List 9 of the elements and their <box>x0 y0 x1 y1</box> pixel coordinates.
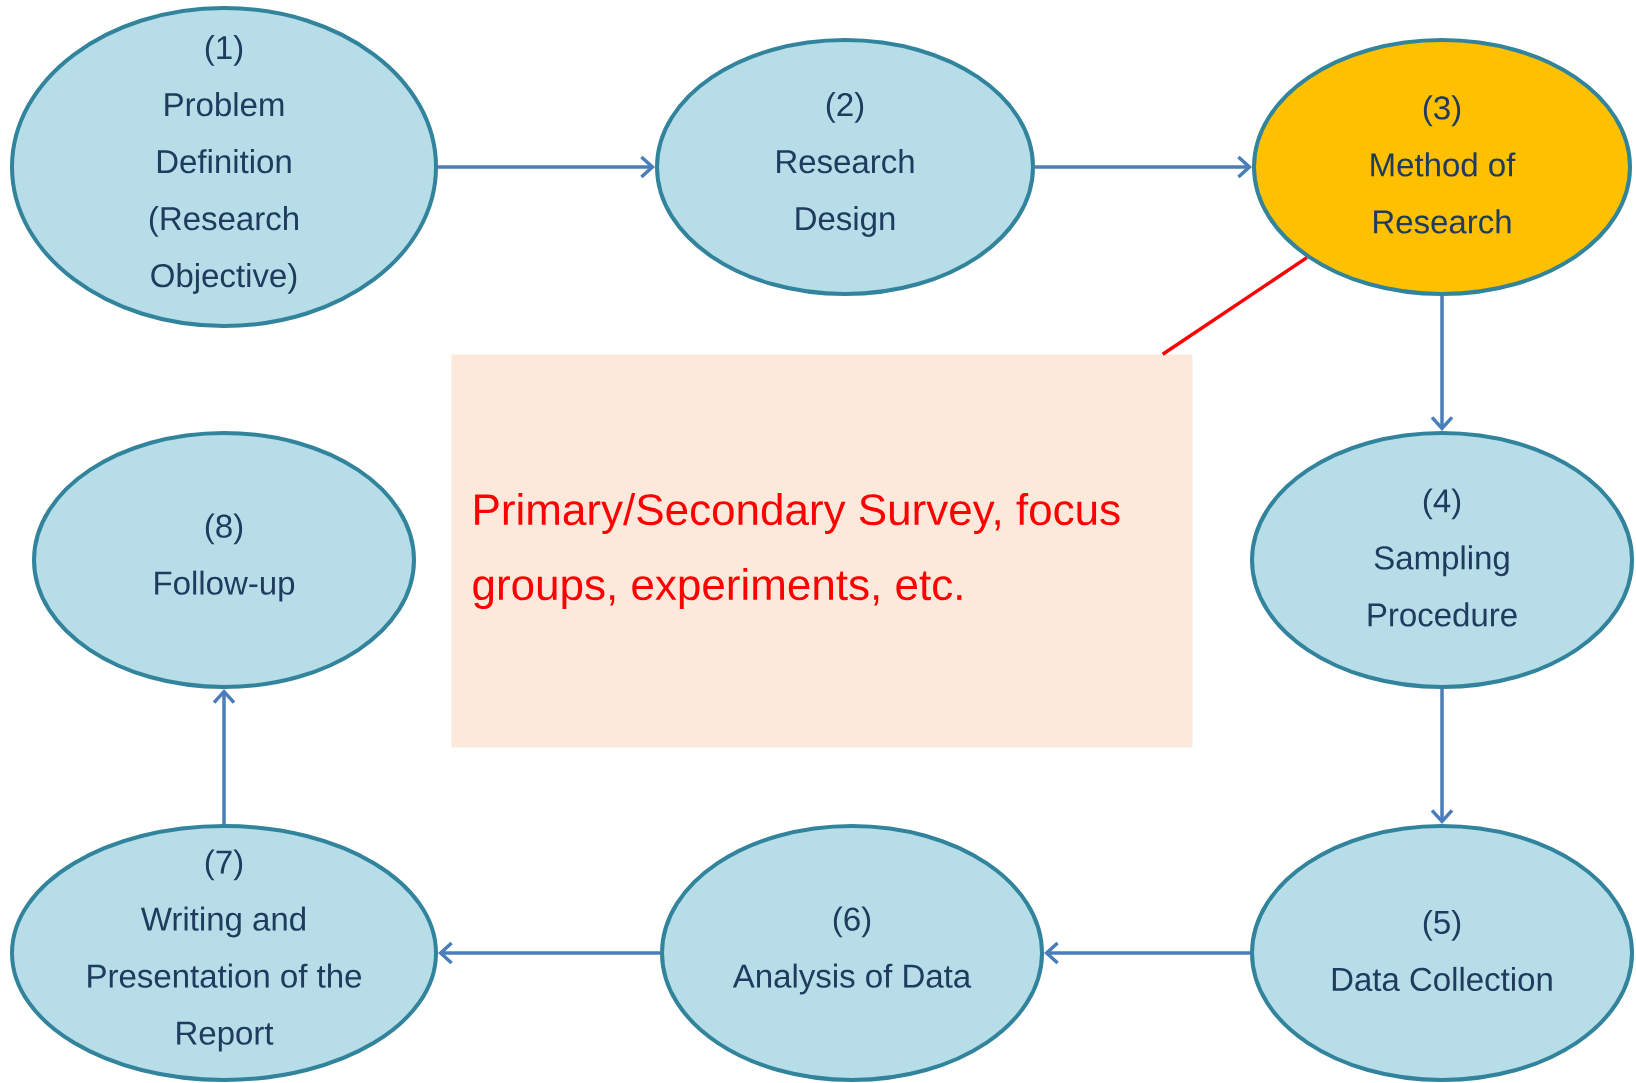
arrow <box>1430 689 1454 824</box>
callout-box: Primary/Secondary Survey, focus groups, experiments, etc. <box>451 354 1193 748</box>
arrow <box>1035 155 1252 179</box>
arrow <box>1430 296 1454 431</box>
leader-line <box>1161 256 1308 356</box>
arrow <box>1044 941 1250 965</box>
arrow <box>212 689 236 824</box>
arrow <box>438 155 655 179</box>
arrow <box>438 941 660 965</box>
